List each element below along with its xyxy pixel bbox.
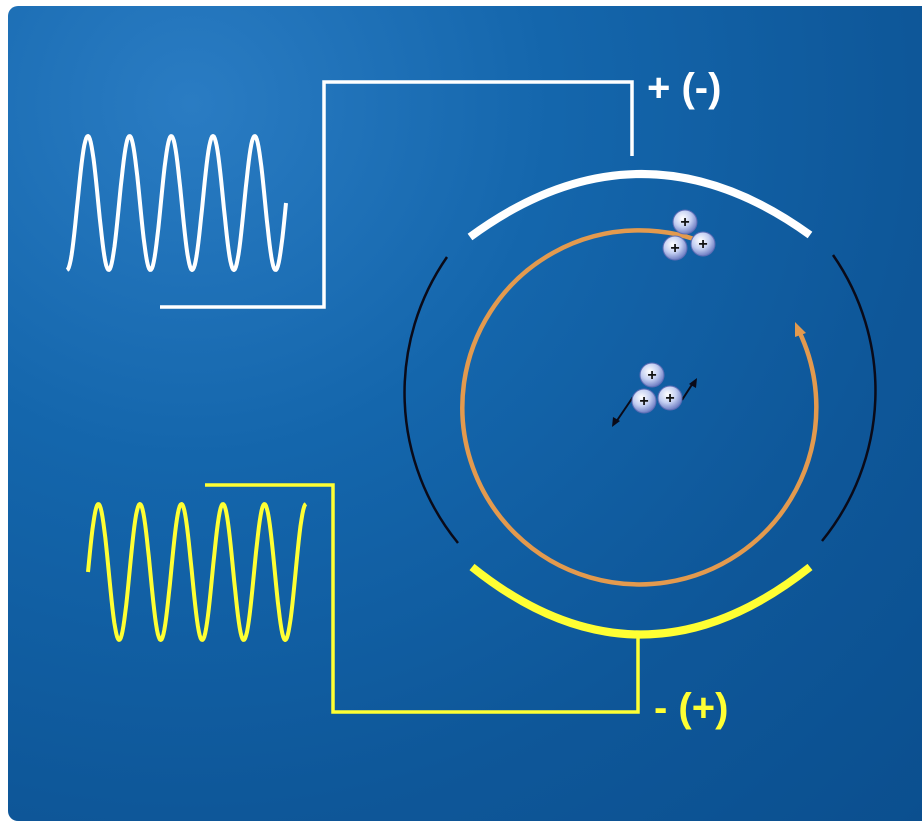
ion: +: [639, 362, 665, 388]
diagram-canvas: + + + + +: [65, 80, 877, 714]
ion-charge-symbol: +: [647, 367, 656, 384]
lower-circuit-wire: [205, 483, 640, 714]
lower-electrode: [469, 563, 813, 639]
ion: +: [657, 385, 683, 411]
ion: +: [672, 209, 698, 235]
upper-electrode: [467, 170, 813, 241]
right-guard-arc: [821, 254, 877, 542]
upper-circuit-wire: [160, 80, 634, 309]
motion-arrow-head: [689, 378, 697, 388]
motion-arrow-icon: [615, 396, 634, 423]
ion-charge-symbol: +: [670, 240, 679, 257]
motion-arrow-head: [612, 417, 620, 427]
top-rf-waveform: [65, 134, 288, 272]
ion-cluster-center: + + +: [612, 362, 697, 427]
ion-charge-symbol: +: [680, 214, 689, 231]
ion: +: [662, 235, 688, 261]
ion-charge-symbol: +: [665, 390, 674, 407]
top-polarity-label: + (-): [647, 66, 722, 110]
ion-cluster-top: + + +: [662, 209, 716, 261]
motion-arrow-icon: [681, 382, 694, 401]
ion-charge-symbol: +: [698, 236, 707, 253]
ion: +: [631, 388, 657, 414]
left-guard-arc: [403, 256, 459, 544]
orbit-arrow-icon: [795, 322, 806, 337]
ion: +: [690, 231, 716, 257]
trap-diagram: + + + + +: [8, 6, 922, 821]
ion-orbit: [460, 228, 819, 587]
ion-charge-symbol: +: [639, 393, 648, 410]
bottom-polarity-label: - (+): [654, 686, 729, 730]
bottom-rf-waveform: [86, 502, 308, 642]
